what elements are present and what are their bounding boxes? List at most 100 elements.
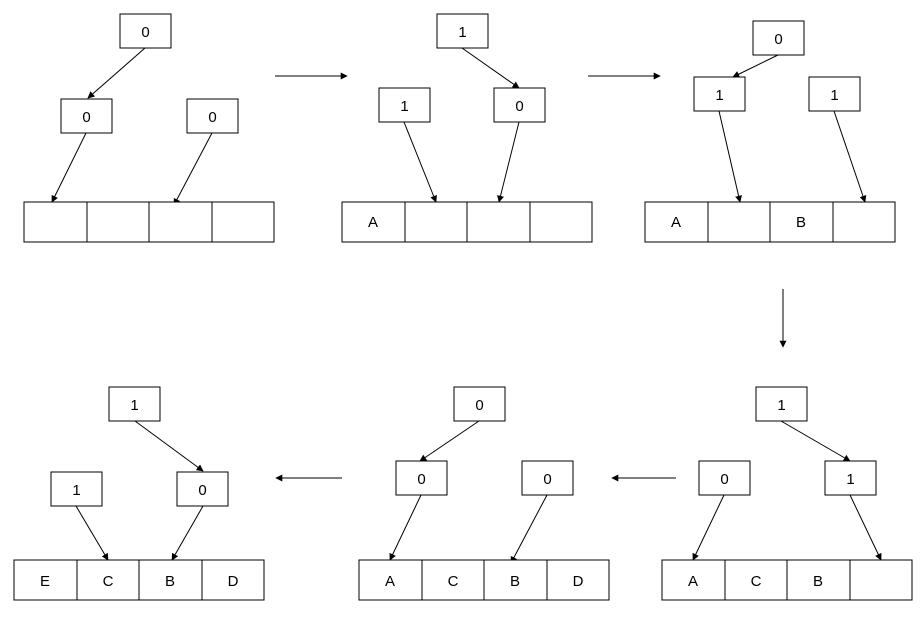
slot-label: A (368, 214, 378, 231)
edge-root-to-left (732, 54, 779, 78)
array-slot (724, 559, 788, 601)
left-node: 0 (698, 460, 751, 496)
root-node: 0 (453, 386, 506, 422)
array-slot (769, 201, 834, 243)
edge-left-to-slot (389, 494, 422, 561)
array-slot (644, 201, 709, 243)
array-slot (546, 559, 610, 601)
root-node-value: 1 (130, 397, 138, 414)
array-slot (201, 559, 265, 601)
array-slot (13, 559, 78, 601)
root-node: 0 (119, 13, 172, 49)
root-node-value: 1 (777, 397, 785, 414)
root-node-value: 0 (774, 31, 782, 48)
array-slot (483, 559, 548, 601)
right-node-value: 0 (198, 482, 206, 499)
left-node-value: 0 (720, 471, 728, 488)
slot-label: C (103, 573, 114, 590)
slot-array: E C B D (13, 559, 265, 601)
left-node: 0 (395, 460, 448, 496)
root-node: 1 (755, 386, 808, 422)
array-slot (849, 559, 913, 601)
edge-right-to-slot (833, 110, 867, 203)
edge-left-to-slot (718, 110, 742, 203)
array-slot (832, 201, 896, 243)
right-node: 1 (808, 76, 861, 112)
left-node-value: 1 (715, 87, 723, 104)
slot-label: C (751, 573, 762, 590)
array-slot (466, 201, 531, 243)
stage-4: 1 0 1 A C B (661, 386, 913, 601)
array-slot (76, 559, 140, 601)
edge-root-to-right (134, 420, 204, 472)
array-slot (707, 201, 771, 243)
array-slot (148, 201, 213, 243)
array-slot (786, 559, 851, 601)
slot-array: A C B (661, 559, 913, 601)
slot-label: D (573, 573, 584, 590)
right-node: 0 (186, 98, 239, 134)
array-slot (404, 201, 468, 243)
array-slot (211, 201, 275, 243)
slot-label: B (796, 214, 806, 231)
left-node-value: 1 (72, 482, 80, 499)
slot-label: A (671, 214, 681, 231)
left-node: 1 (378, 87, 431, 123)
edge-left-to-slot (692, 494, 725, 561)
slot-array: A (341, 201, 593, 243)
edge-root-to-right (780, 420, 851, 462)
root-node-value: 0 (475, 397, 483, 414)
slot-label: E (40, 573, 50, 590)
slot-label: B (813, 573, 823, 590)
slot-array: A B (644, 201, 896, 243)
left-node-value: 0 (82, 109, 90, 126)
edge-root-to-left (419, 420, 480, 462)
right-node: 1 (824, 460, 877, 496)
right-node-value: 1 (830, 87, 838, 104)
slot-label: B (165, 573, 175, 590)
root-node: 1 (436, 13, 489, 49)
array-slot (529, 201, 593, 243)
left-node: 0 (60, 98, 113, 134)
stage-6: 1 1 0 E C B D (13, 386, 265, 601)
slot-label: A (385, 573, 395, 590)
root-node-value: 1 (458, 24, 466, 41)
slot-array: A C B D (358, 559, 610, 601)
right-node-value: 1 (846, 471, 854, 488)
left-node-value: 0 (417, 471, 425, 488)
right-node-value: 0 (543, 471, 551, 488)
array-slot (86, 201, 150, 243)
right-node: 0 (521, 460, 574, 496)
edge-left-to-slot (75, 505, 109, 561)
edge-left-to-slot (403, 121, 437, 203)
right-node: 0 (493, 87, 546, 123)
slot-label: D (228, 573, 239, 590)
edge-root-to-right (461, 47, 520, 89)
left-node: 1 (693, 76, 746, 112)
edge-root-to-left (87, 47, 146, 99)
slot-label: A (688, 573, 698, 590)
edge-right-to-slot (171, 505, 204, 561)
right-node: 0 (176, 471, 229, 507)
root-node-value: 0 (141, 24, 149, 41)
edge-right-to-slot (510, 494, 548, 564)
left-node: 1 (50, 471, 103, 507)
root-node: 1 (108, 386, 161, 422)
edge-right-to-slot (497, 121, 520, 203)
slot-array (23, 201, 275, 243)
stage-1: 0 0 0 (23, 13, 275, 243)
array-slot (23, 201, 88, 243)
root-node: 0 (752, 20, 805, 56)
array-slot (358, 559, 423, 601)
right-node-value: 0 (208, 109, 216, 126)
slot-label: C (448, 573, 459, 590)
edge-left-to-slot (51, 132, 87, 203)
edge-right-to-slot (849, 494, 882, 561)
right-node-value: 0 (515, 98, 523, 115)
slot-label: B (510, 573, 520, 590)
array-slot (661, 559, 726, 601)
stage-5: 0 0 0 A C B D (358, 386, 610, 601)
edge-right-to-slot (173, 132, 213, 206)
stage-2: 1 1 0 A (341, 13, 593, 243)
